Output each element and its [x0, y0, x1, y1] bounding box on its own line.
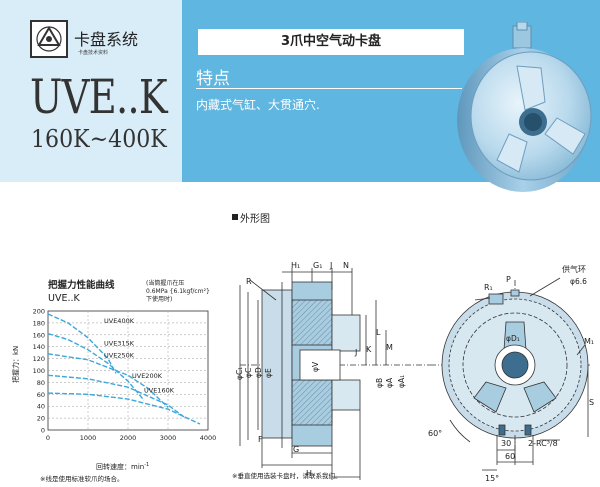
chart-condition-1: (当筒握爪在压 — [146, 279, 184, 287]
supply-ring-dim: φ6.6 — [570, 277, 587, 286]
front-view — [430, 277, 590, 471]
feature-heading: 特点 — [196, 69, 230, 89]
dim-J-side: J — [354, 348, 357, 357]
dim-60: 60 — [505, 452, 515, 461]
chart-y-tick: 60 — [37, 391, 45, 399]
dim-R1: R₁ — [484, 283, 493, 292]
chart-series-label: UVE160K — [144, 387, 175, 395]
brand-subtitle: 卡盘技术资料 — [78, 50, 109, 56]
chart-heading-1: 把握力性能曲线 — [48, 279, 115, 291]
dim-H: H — [306, 469, 312, 478]
chart-x-tick: 3000 — [160, 434, 177, 442]
dim-D1: φD₁ — [506, 334, 520, 343]
section-label: 外形图 — [240, 214, 270, 225]
feature-divider — [196, 88, 462, 89]
model-range: 160K~400K — [31, 125, 167, 153]
chart-ylabel: 把握力：kN — [11, 346, 20, 383]
brand-title: 卡盘系统 — [74, 30, 139, 49]
dim-A1: φA₁ — [397, 375, 406, 388]
chart-series-label: UVE200K — [132, 372, 163, 380]
dim-J: J — [329, 261, 332, 270]
product-title: 3爪中空气动卡盘 — [198, 29, 464, 55]
chart-y-tick: 140 — [33, 343, 45, 351]
chart-x-tick: 2000 — [120, 434, 137, 442]
chart-x-tick: 1000 — [80, 434, 97, 442]
chart-note: ※线是使用标准软爪的场合。 — [40, 474, 123, 482]
dim-angle15: 15° — [485, 474, 499, 483]
chart-series-uve315k — [47, 332, 145, 401]
drawing-note: ※垂直使用选装卡盘时，请联系我们。 — [232, 471, 341, 480]
dim-H1: H₁ — [291, 261, 300, 270]
dim-M: M — [386, 343, 393, 352]
chart-series-label: UVE250K — [104, 351, 135, 359]
section-marker — [232, 214, 238, 220]
dim-A: φA — [385, 377, 394, 388]
front-view-labels: R₁ P 供气环 φ6.6 φD₁ M₁ S 60° 30 2-RC³/8 60… — [428, 264, 594, 483]
dim-D: φD — [254, 367, 263, 378]
model-name: UVE..K — [30, 70, 168, 125]
supply-ring-label: 供气环 — [562, 264, 586, 274]
chart-x-tick: 0 — [46, 434, 50, 442]
chart-series-uve160k — [47, 392, 201, 425]
outline-drawing: R H₁ G₁ J N L M K J φC₁ φC φD φE φV φB φ… — [232, 261, 594, 483]
chart-y-tick: 20 — [37, 415, 45, 423]
dim-G: G — [293, 445, 299, 454]
chart-y-tick: 40 — [37, 403, 45, 411]
chart-y-tick: 0 — [41, 427, 45, 435]
chart-xlabel: 回转速度：min-1 — [96, 462, 149, 471]
chart-series-uve400k — [47, 313, 117, 374]
brand-logo — [30, 20, 68, 58]
chart-series-uve250k — [47, 353, 169, 408]
feature-text: 内藏式气缸、大贯通穴. — [196, 98, 320, 112]
chuck-product-image — [457, 22, 592, 192]
dim-P: P — [506, 275, 511, 284]
dim-V: φV — [311, 361, 320, 372]
dim-R: R — [246, 277, 252, 286]
dim-G1: G₁ — [313, 261, 322, 270]
dim-C1: φC₁ — [235, 367, 244, 380]
chart-series-uve200k — [47, 374, 185, 418]
chart-condition-2: 0.6MPa {6.1kgf/cm²} — [146, 288, 210, 295]
dim-C: φC — [244, 368, 253, 378]
dim-M1: M₁ — [584, 337, 594, 346]
chart-heading-2: UVE..K — [48, 293, 80, 304]
dim-N: N — [343, 261, 349, 270]
dim-rc: 2-RC³/8 — [528, 439, 558, 448]
chart-series-label: UVE400K — [104, 317, 135, 325]
dim-E: φE — [264, 368, 273, 378]
chart-condition-3: 下使用时) — [146, 295, 172, 303]
dim-K: K — [366, 345, 372, 354]
chart-y-tick: 160 — [33, 331, 45, 339]
dim-B: φB — [375, 378, 384, 388]
chart-y-tick: 120 — [33, 355, 45, 363]
dim-30: 30 — [501, 439, 511, 448]
grip-force-chart: 把握力性能曲线 UVE..K (当筒握爪在压 0.6MPa {6.1kgf/cm… — [11, 279, 217, 482]
chart-y-tick: 200 — [33, 308, 45, 316]
chart-series-label: UVE315K — [104, 340, 135, 348]
chart-y-tick: 100 — [33, 367, 45, 375]
side-view — [239, 268, 430, 480]
dim-angle60: 60° — [428, 429, 442, 438]
chart-y-tick: 180 — [33, 319, 45, 327]
chart-x-tick: 4000 — [200, 434, 217, 442]
dim-S: S — [589, 398, 594, 407]
chart-y-tick: 80 — [37, 379, 45, 387]
dim-L: L — [376, 328, 381, 337]
side-view-labels: R H₁ G₁ J N L M K J φC₁ φC φD φE φV φB φ… — [235, 261, 406, 478]
dim-F: F — [258, 435, 263, 444]
